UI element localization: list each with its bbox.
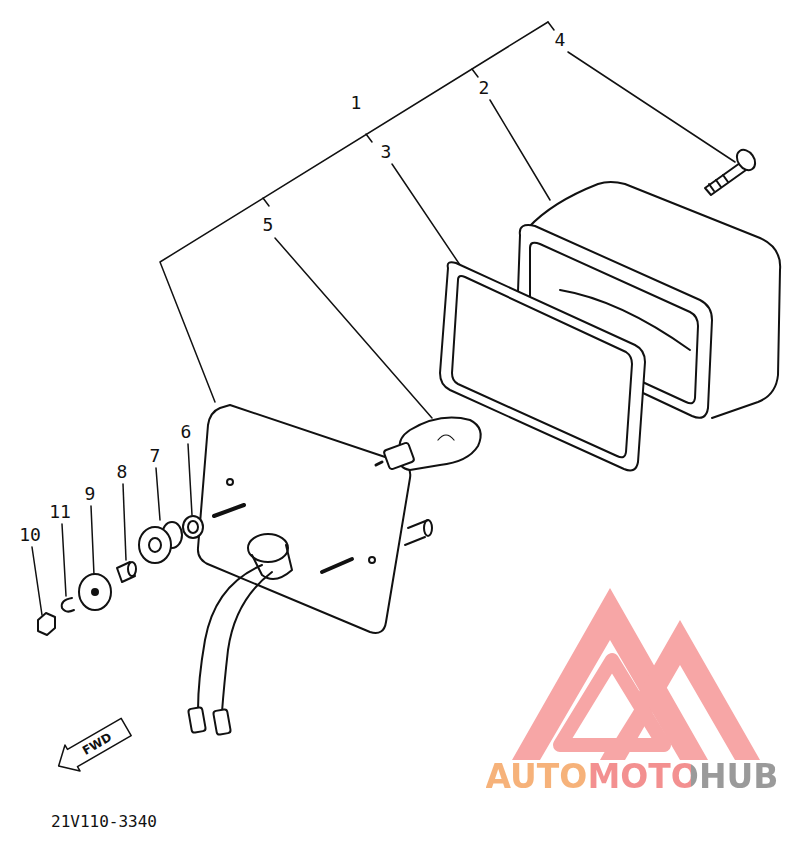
callout-number: 10 bbox=[19, 526, 41, 544]
bulb bbox=[376, 418, 481, 470]
callout-number: 6 bbox=[181, 423, 192, 441]
callout-number: 11 bbox=[49, 503, 71, 521]
watermark-logo bbox=[512, 588, 760, 760]
fwd-arrow bbox=[51, 714, 134, 779]
hardware bbox=[38, 516, 203, 635]
callout-number: 1 bbox=[351, 94, 362, 112]
watermark: AUTOMOTOHUB bbox=[486, 760, 779, 793]
callout-number: 2 bbox=[479, 79, 490, 97]
callout-number: 7 bbox=[150, 447, 161, 465]
callout-number: 9 bbox=[85, 485, 96, 503]
base-plate bbox=[188, 405, 432, 735]
callout-number: 4 bbox=[555, 31, 566, 49]
screw bbox=[705, 146, 759, 195]
callout-number: 5 bbox=[263, 216, 274, 234]
callout-number: 3 bbox=[381, 143, 392, 161]
diagram-code: 21V110-3340 bbox=[51, 814, 157, 830]
callout-number: 8 bbox=[117, 463, 128, 481]
